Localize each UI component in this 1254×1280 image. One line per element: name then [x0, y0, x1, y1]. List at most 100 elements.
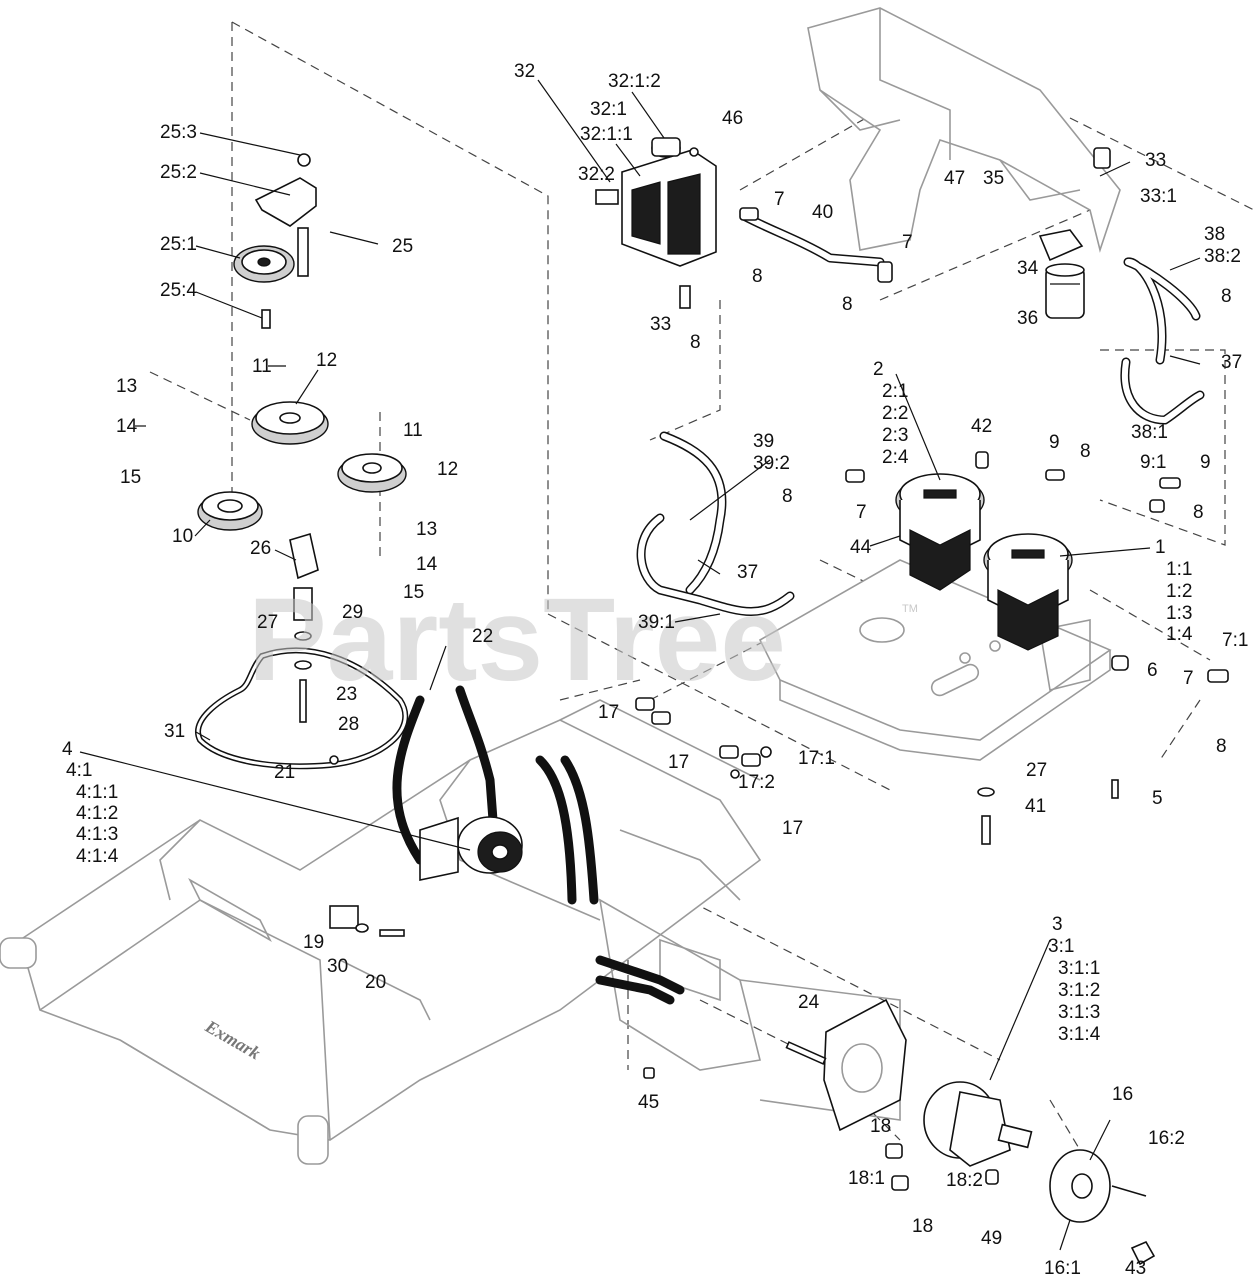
wheel-motor-3 — [823, 998, 1033, 1167]
callout-32-1-2: 32:1:2 — [608, 71, 661, 92]
callout-34: 34 — [1017, 258, 1039, 279]
callout-7b: 7 — [902, 232, 913, 253]
callout-2-1: 2:1 — [882, 381, 908, 402]
callout-15b: 15 — [403, 582, 424, 603]
callout-7d: 7 — [1183, 668, 1194, 689]
pulleys — [197, 401, 407, 723]
callout-32-1: 32:1 — [590, 99, 627, 120]
callout-14b: 14 — [416, 554, 438, 575]
callout-4: 4 — [62, 739, 73, 760]
callout-33b: 33 — [1145, 150, 1166, 171]
callout-16-2: 16:2 — [1148, 1128, 1185, 1149]
callout-4-1: 4:1 — [66, 760, 92, 781]
callout-9b: 9 — [1200, 452, 1211, 473]
callout-45: 45 — [638, 1092, 659, 1113]
callout-47: 47 — [944, 168, 965, 189]
callout-3-1-2: 3:1:2 — [1058, 980, 1100, 1001]
callout-4-1-2: 4:1:2 — [76, 803, 118, 824]
pump-1 — [983, 533, 1073, 651]
callout-11b: 11 — [403, 420, 423, 441]
callout-14a: 14 — [116, 416, 138, 437]
idler-assembly — [233, 153, 317, 329]
callout-2: 2 — [873, 359, 884, 380]
callout-25-4: 25:4 — [160, 280, 197, 301]
callout-33a: 33 — [650, 314, 671, 335]
callout-17-2: 17:2 — [738, 772, 775, 793]
watermark-trademark: TM — [902, 603, 918, 615]
callout-17-1: 17:1 — [798, 748, 835, 769]
callout-10: 10 — [172, 526, 193, 547]
callout-18a: 18 — [870, 1116, 891, 1137]
callout-39: 39 — [753, 431, 774, 452]
callout-44: 44 — [850, 537, 872, 558]
callout-17a: 17 — [598, 702, 619, 723]
callout-39-1: 39:1 — [638, 612, 675, 633]
callout-8d: 8 — [1221, 286, 1232, 307]
callout-3-1: 3:1 — [1048, 936, 1074, 957]
callout-3-1-3: 3:1:3 — [1058, 1002, 1100, 1023]
callout-4-1-1: 4:1:1 — [76, 782, 118, 803]
callout-33-1: 33:1 — [1140, 186, 1177, 207]
fittings — [329, 147, 1229, 1191]
callout-25-3: 25:3 — [160, 122, 197, 143]
callout-38-2: 38:2 — [1204, 246, 1241, 267]
callout-32: 32 — [514, 61, 535, 82]
callout-41: 41 — [1025, 796, 1046, 817]
callout-27a: 27 — [257, 612, 278, 633]
pump-2 — [895, 473, 985, 591]
pump-plate — [758, 559, 1112, 761]
callout-5: 5 — [1152, 788, 1163, 809]
callout-43: 43 — [1125, 1258, 1146, 1279]
callout-42: 42 — [971, 416, 992, 437]
callout-24: 24 — [798, 992, 820, 1013]
callout-1-4: 1:4 — [1166, 624, 1193, 645]
callout-2-3: 2:3 — [882, 425, 908, 446]
callout-1-1: 1:1 — [1166, 559, 1192, 580]
callout-8h: 8 — [1216, 736, 1227, 757]
callout-11a: 11 — [252, 356, 272, 377]
callout-19: 19 — [303, 932, 324, 953]
callout-2-2: 2:2 — [882, 403, 908, 424]
hoses — [392, 211, 1205, 1005]
callout-35: 35 — [983, 168, 1004, 189]
callout-8f: 8 — [782, 486, 793, 507]
callout-1: 1 — [1155, 537, 1166, 558]
callout-26: 26 — [250, 538, 271, 559]
callout-7-1: 7:1 — [1222, 630, 1248, 651]
drive-belt — [195, 647, 409, 770]
callout-40: 40 — [812, 202, 833, 223]
callout-25-1: 25:1 — [160, 234, 197, 255]
callout-4-1-3: 4:1:3 — [76, 824, 118, 845]
callout-12b: 12 — [437, 459, 458, 480]
callout-20: 20 — [365, 972, 386, 993]
callout-36: 36 — [1017, 308, 1038, 329]
callout-38: 38 — [1204, 224, 1225, 245]
callout-29: 29 — [342, 602, 363, 623]
hydraulic-tank — [595, 137, 717, 267]
callout-22: 22 — [472, 626, 493, 647]
callout-2-4: 2:4 — [882, 447, 909, 468]
callout-31: 31 — [164, 721, 185, 742]
callout-16-1: 16:1 — [1044, 1258, 1081, 1279]
callout-8e: 8 — [1080, 441, 1091, 462]
callout-37b: 37 — [737, 562, 758, 583]
callout-7a: 7 — [774, 189, 785, 210]
callout-21: 21 — [274, 762, 295, 783]
callout-28: 28 — [338, 714, 359, 735]
callout-23: 23 — [336, 684, 357, 705]
callout-4-1-4: 4:1:4 — [76, 846, 119, 867]
callout-8c: 8 — [842, 294, 853, 315]
callout-3-1-1: 3:1:1 — [1058, 958, 1100, 979]
callout-12a: 12 — [316, 350, 337, 371]
callout-7c: 7 — [856, 502, 867, 523]
callout-32-1-1: 32:1:1 — [580, 124, 633, 145]
callout-25-2: 25:2 — [160, 162, 197, 183]
callout-30: 30 — [327, 956, 348, 977]
callout-25: 25 — [392, 236, 413, 257]
callout-16: 16 — [1112, 1084, 1133, 1105]
watermark: PartsTree — [248, 574, 786, 706]
mower-frame — [0, 699, 901, 1165]
callout-8g: 8 — [1193, 502, 1204, 523]
callout-38-1: 38:1 — [1131, 422, 1168, 443]
